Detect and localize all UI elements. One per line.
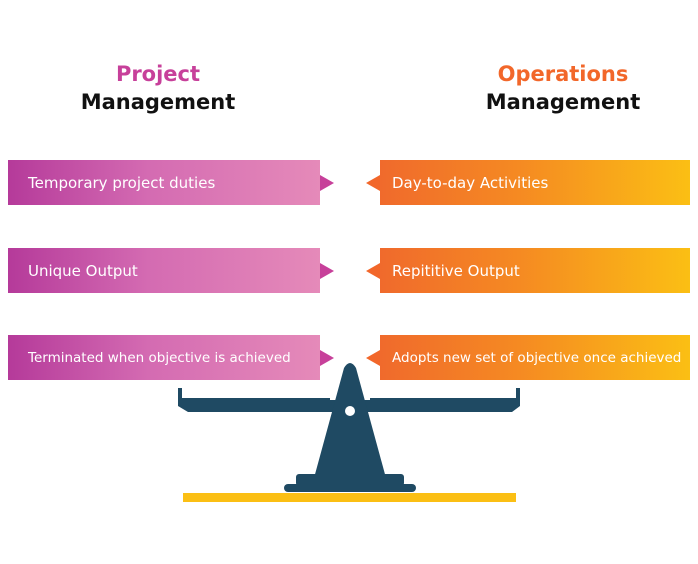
operations-item-label: Adopts new set of objective once achieve… bbox=[392, 349, 682, 366]
scale-base-line bbox=[183, 493, 516, 502]
project-item-label: Unique Output bbox=[28, 261, 138, 280]
scale-pivot bbox=[345, 406, 355, 416]
operations-management-heading: Operations Management bbox=[443, 60, 683, 116]
scale-foot bbox=[296, 474, 404, 486]
project-heading-main: Management bbox=[80, 90, 236, 114]
arrow-right-icon bbox=[320, 175, 334, 191]
arrow-right-icon bbox=[320, 263, 334, 279]
arrow-left-icon bbox=[366, 175, 380, 191]
scale-stand bbox=[314, 363, 386, 478]
operations-item-bar: Adopts new set of objective once achieve… bbox=[380, 335, 690, 380]
operations-item-bar: Day-to-day Activities bbox=[380, 160, 690, 205]
operations-item-label: Repititive Output bbox=[392, 261, 520, 280]
project-item-label: Terminated when objective is achieved bbox=[28, 349, 291, 366]
operations-item-bar: Repititive Output bbox=[380, 248, 690, 293]
operations-heading-main: Management bbox=[485, 90, 641, 114]
scale-foot-base bbox=[284, 484, 416, 492]
project-item-label: Temporary project duties bbox=[28, 173, 216, 192]
arrow-left-icon bbox=[366, 263, 380, 279]
project-item-bar: Terminated when objective is achieved bbox=[8, 335, 320, 380]
operations-item-label: Day-to-day Activities bbox=[392, 173, 549, 192]
arrow-right-icon bbox=[320, 350, 334, 366]
project-item-bar: Temporary project duties bbox=[8, 160, 320, 205]
project-item-bar: Unique Output bbox=[8, 248, 320, 293]
project-management-heading: Project Management bbox=[38, 60, 278, 116]
arrow-left-icon bbox=[366, 350, 380, 366]
operations-heading-accent: Operations bbox=[497, 62, 629, 86]
project-heading-accent: Project bbox=[115, 62, 201, 86]
